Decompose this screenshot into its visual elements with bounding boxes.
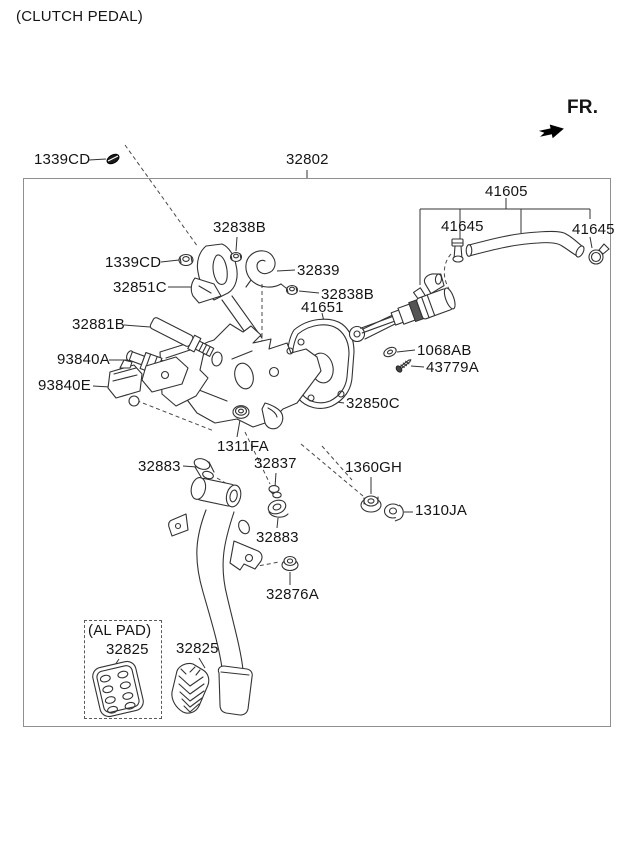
washer-1068ab-drawing [383,346,397,358]
callout-1360gh: 1360GH [345,459,403,476]
master-cylinder-drawing [348,273,456,343]
callout-41651: 41651 [301,299,344,316]
al-pad-note: (AL PAD) [88,622,152,639]
callout-41605: 41605 [485,183,528,200]
nut-1360gh-drawing [360,495,382,513]
clamp-41645-left-drawing [451,238,464,263]
pedal-pivot-drawing [190,477,250,535]
callout-43779a: 43779A [426,359,479,376]
callout-93840a: 93840A [57,351,110,368]
callout-32881b: 32881B [72,316,125,333]
callout-32825-al: 32825 [106,641,149,658]
callout-32883-b: 32883 [256,529,299,546]
callout-32837: 32837 [254,455,297,472]
callout-32838b-b: 32838B [321,286,374,303]
callout-32883-a: 32883 [138,458,181,475]
rubber-pad-32825-drawing [171,662,210,714]
callout-41645-left: 41645 [441,218,484,235]
callout-1068ab: 1068AB [417,342,472,359]
callout-32802: 32802 [286,151,329,168]
bushing-32883-b-drawing [267,499,289,518]
callout-93840e: 93840E [38,377,91,394]
al-pad-dashed-box [84,620,162,719]
switch-93840a-drawing [126,350,189,393]
callout-41645-right: 41645 [572,221,615,238]
page-title: (CLUTCH PEDAL) [16,8,143,25]
callout-32876a: 32876A [266,586,319,603]
switch-32881b-drawing [149,317,215,357]
spring-32839-drawing [245,250,287,289]
nut-1339cd-drawing [178,253,194,267]
callout-32839: 32839 [297,262,340,279]
callout-32851c: 32851C [113,279,167,296]
diagram-border [23,178,611,727]
bushing-32883-a-drawing [193,458,215,480]
connector-93840e-drawing [107,359,143,407]
callout-1310ja: 1310JA [415,502,468,519]
clamp-41645-right-drawing [588,243,610,265]
callout-32825-rubber: 32825 [176,640,219,657]
pedal-arm-drawing [168,509,263,716]
nut-1311fa-drawing [232,405,250,419]
clip-1339cd-top-drawing [106,153,120,165]
callout-32838b-a: 32838B [213,219,266,236]
clip-32837-drawing [268,485,282,499]
callout-32850c: 32850C [346,395,400,412]
callout-1339cd-nut: 1339CD [105,254,162,271]
nut-32876a-drawing [281,555,299,572]
al-pad-32825-drawing [92,660,144,718]
fr-direction-label: FR. [567,97,599,118]
callout-1311fa: 1311FA [217,438,269,455]
pedal-plate-drawing [217,665,253,716]
nut-1310ja-drawing [383,503,404,522]
nut-32838b-a-drawing [229,251,243,263]
screw-43779a-drawing [395,359,412,373]
nut-32838b-b-drawing [285,284,299,296]
hose-41605-drawing [451,230,610,265]
callout-1339cd-clip: 1339CD [34,151,91,168]
fr-direction-arrow-icon [538,124,564,139]
